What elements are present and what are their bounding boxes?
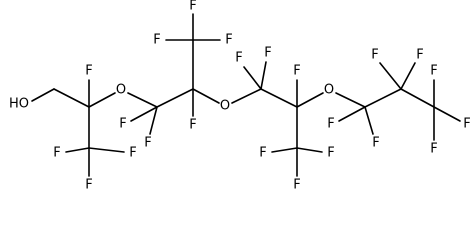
fluorine-label: F — [327, 146, 334, 161]
bond — [379, 62, 402, 90]
bond — [296, 92, 324, 108]
fluorine-label: F — [293, 178, 300, 193]
fluorine-label: F — [85, 64, 92, 79]
bond — [127, 92, 158, 108]
fluorine-label: F — [189, 118, 196, 133]
fluorine-label: F — [371, 48, 378, 63]
bond — [271, 147, 298, 153]
fluorine-label: F — [53, 146, 60, 161]
bond — [88, 147, 125, 153]
fluorine-label: F — [235, 51, 242, 66]
bond — [31, 88, 55, 102]
fluorine-label: F — [85, 178, 92, 193]
fluorine-label: F — [372, 136, 379, 151]
bond — [338, 106, 366, 122]
bond — [364, 88, 402, 108]
fluorine-label: F — [463, 117, 470, 132]
bond — [335, 92, 366, 108]
bond — [364, 106, 374, 135]
bond — [260, 88, 298, 108]
bond — [243, 66, 262, 90]
hydroxyl-label: HO — [9, 97, 29, 112]
bond-lines — [31, 13, 461, 177]
bond — [400, 88, 435, 108]
oxygen-label: O — [116, 83, 126, 98]
bond — [400, 62, 416, 90]
bond — [65, 147, 90, 153]
fluorine-label: F — [225, 33, 232, 48]
fluorine-label: F — [327, 117, 334, 132]
fluorine-label: F — [144, 136, 151, 151]
bond — [260, 61, 267, 90]
bond — [231, 88, 262, 104]
bond — [156, 88, 194, 108]
oxygen-label: O — [324, 83, 334, 98]
bond — [296, 147, 323, 153]
fluorine-label: F — [264, 46, 271, 61]
structural-formula: HO O O O F F F F F F F F F F F F F F F F… — [9, 0, 471, 193]
bond — [149, 106, 158, 135]
fluorine-label: F — [153, 33, 160, 48]
fluorine-label: F — [119, 117, 126, 132]
bond — [192, 88, 220, 104]
oxygen-label: O — [220, 99, 230, 114]
fluorine-label: F — [129, 146, 136, 161]
fluorine-label: F — [430, 142, 437, 157]
fluorine-label: F — [189, 0, 196, 14]
atom-labels: HO O O O F F F F F F F F F F F F F F F F… — [9, 0, 471, 193]
bond — [433, 106, 461, 122]
fluorine-label: F — [259, 146, 266, 161]
fluorine-label: F — [293, 64, 300, 79]
bond — [130, 106, 158, 122]
fluorine-label: F — [430, 64, 437, 79]
bond — [88, 92, 116, 108]
fluorine-label: F — [416, 48, 423, 63]
bond — [53, 88, 90, 108]
